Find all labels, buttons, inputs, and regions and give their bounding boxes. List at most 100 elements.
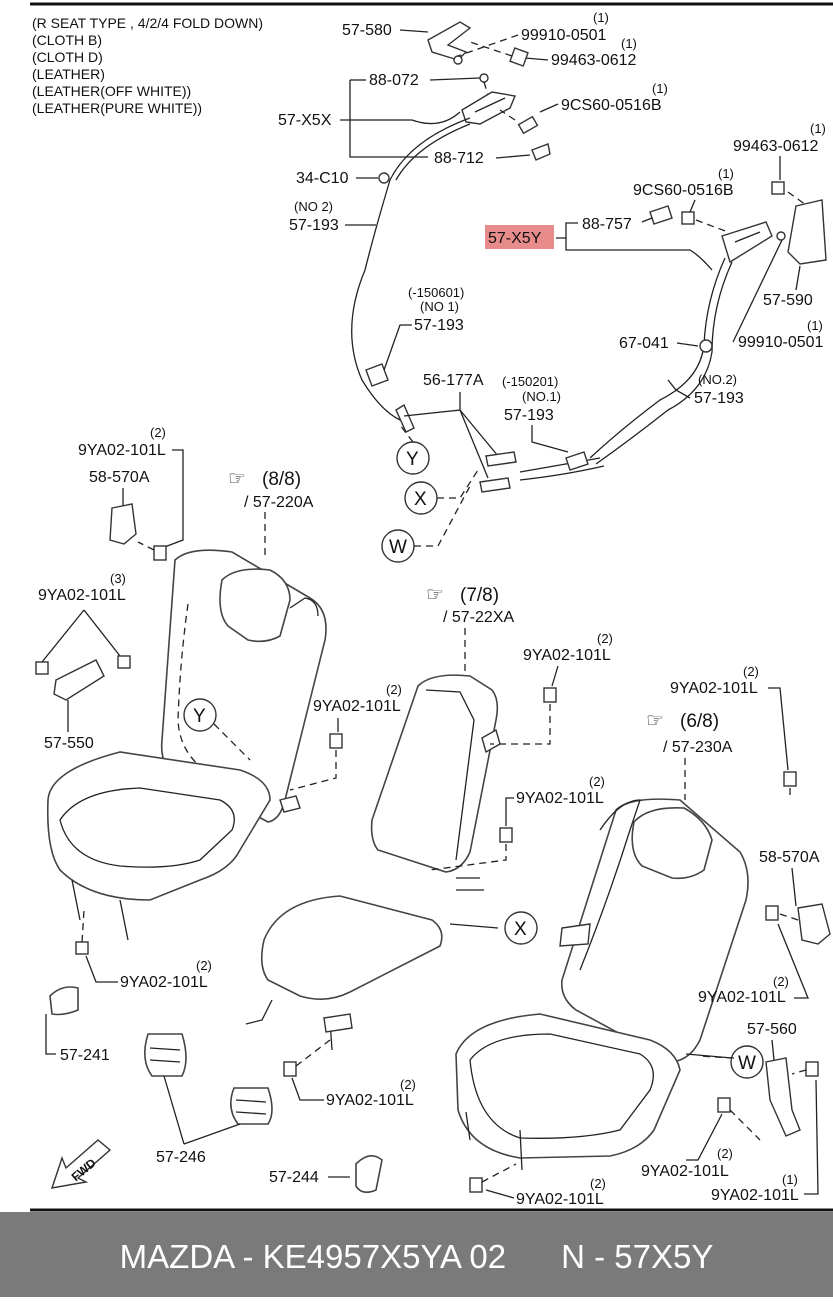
label-57-560: 57-560 bbox=[747, 1021, 797, 1038]
footer-part-number: MAZDA - KE4957X5YA 02 N - 57X5Y bbox=[119, 1238, 714, 1275]
label-57-193: 57-193 bbox=[694, 390, 744, 407]
label-57-193: 57-193 bbox=[504, 407, 554, 424]
label-9ya02-101l: 9YA02-101L bbox=[78, 442, 166, 459]
cover-57-244 bbox=[355, 1155, 383, 1194]
label-57-244: 57-244 bbox=[269, 1169, 319, 1186]
qty-label: (2) bbox=[597, 631, 613, 646]
label-9ya02-101l: 9YA02-101L bbox=[38, 587, 126, 604]
label-34-c10: 34-C10 bbox=[296, 170, 349, 187]
seat-right: ☞ (6/8) / 57-230A (2) 9YA02-101L 58-570A… bbox=[455, 664, 831, 1208]
label-57-193: 57-193 bbox=[289, 217, 339, 234]
label-9ya02-101l: 9YA02-101L bbox=[670, 680, 758, 697]
label-no1: (NO 1) bbox=[420, 299, 459, 314]
label-9ya02-101l: 9YA02-101L bbox=[313, 698, 401, 715]
ref-hand-icon: ☞ bbox=[426, 584, 444, 606]
label-57-22xa: / 57-22XA bbox=[443, 609, 514, 626]
label-57-x5y: 57-X5Y bbox=[488, 230, 542, 247]
cover-57-246-a bbox=[144, 1033, 187, 1077]
qty-label: (2) bbox=[773, 974, 789, 989]
qty-label: (3) bbox=[110, 571, 126, 586]
label-57-580: 57-580 bbox=[342, 22, 392, 39]
callout-y: Y bbox=[406, 449, 419, 470]
seat-back-middle bbox=[370, 674, 499, 873]
label-58-570a: 58-570A bbox=[89, 469, 150, 486]
callout-w: W bbox=[389, 537, 407, 558]
callout-x: X bbox=[414, 489, 427, 510]
label-no2: (NO.2) bbox=[698, 372, 737, 387]
label-88-757: 88-757 bbox=[582, 216, 632, 233]
qty-label: (2) bbox=[590, 1176, 606, 1191]
label-9ya02-101l: 9YA02-101L bbox=[516, 1191, 604, 1208]
label-57-590: 57-590 bbox=[763, 292, 813, 309]
label-57-x5x: 57-X5X bbox=[278, 112, 332, 129]
qty-label: (1) bbox=[652, 81, 668, 96]
label-9cs60-0516b: 9CS60-0516B bbox=[561, 97, 662, 114]
label-57-230a: / 57-230A bbox=[663, 739, 733, 756]
label-88-072: 88-072 bbox=[369, 72, 419, 89]
label-57-246: 57-246 bbox=[156, 1149, 206, 1166]
label-9ya02-101l: 9YA02-101L bbox=[698, 989, 786, 1006]
qty-label: (1) bbox=[810, 121, 826, 136]
label-9ya02-101l: 9YA02-101L bbox=[120, 974, 208, 991]
label-57-193: 57-193 bbox=[414, 317, 464, 334]
bracket-57-560 bbox=[765, 1057, 801, 1137]
note-line: (LEATHER) bbox=[32, 66, 105, 82]
headrest-right bbox=[631, 806, 713, 880]
ref-fig: (7/8) bbox=[460, 585, 499, 606]
qty-label: (2) bbox=[150, 425, 166, 440]
qty-label: (1) bbox=[593, 10, 609, 25]
label-9cs60-0516b: 9CS60-0516B bbox=[633, 182, 734, 199]
label-56-177a: 56-177A bbox=[423, 372, 484, 389]
ref-hand-icon: ☞ bbox=[646, 710, 664, 732]
hinge-58-570a bbox=[109, 503, 137, 545]
callout-w: W bbox=[738, 1053, 756, 1074]
label-99910-0501: 99910-0501 bbox=[521, 27, 607, 44]
bracket-57-580 bbox=[427, 21, 472, 61]
seat-middle: ☞ (7/8) / 57-22XA (2) 9YA02-101L (2) 9YA… bbox=[245, 584, 613, 1194]
bracket-57-590 bbox=[787, 199, 827, 265]
cover-57-241 bbox=[49, 986, 79, 1016]
notes: (R SEAT TYPE , 4/2/4 FOLD DOWN) (CLOTH B… bbox=[32, 15, 263, 116]
callout-x: X bbox=[514, 919, 527, 940]
qty-label: (1) bbox=[807, 318, 823, 333]
ref-fig: (8/8) bbox=[262, 469, 301, 490]
label-57-220a: / 57-220A bbox=[244, 494, 314, 511]
label-date: (-150201) bbox=[502, 374, 558, 389]
callout-y: Y bbox=[193, 706, 206, 727]
bracket-57-550 bbox=[53, 659, 105, 701]
seat-cushion-middle bbox=[260, 895, 443, 1000]
qty-label: (2) bbox=[400, 1077, 416, 1092]
handle-actuator bbox=[461, 91, 516, 125]
fwd-arrow-icon: FWD bbox=[50, 1139, 112, 1189]
label-no2: (NO 2) bbox=[294, 199, 333, 214]
cover-57-246-b bbox=[230, 1087, 273, 1125]
qty-label: (1) bbox=[621, 36, 637, 51]
headrest-left bbox=[219, 568, 291, 643]
qty-label: (2) bbox=[386, 682, 402, 697]
ref-hand-icon: ☞ bbox=[228, 468, 246, 490]
label-57-241: 57-241 bbox=[60, 1047, 110, 1064]
handle-right bbox=[721, 221, 773, 264]
label-9ya02-101l: 9YA02-101L bbox=[516, 790, 604, 807]
label-99463-0612: 99463-0612 bbox=[551, 52, 637, 69]
label-99463-0612: 99463-0612 bbox=[733, 138, 819, 155]
highlight-57-x5y bbox=[485, 225, 554, 249]
cable-right bbox=[589, 257, 726, 459]
ref-fig: (6/8) bbox=[680, 711, 719, 732]
label-no1: (NO.1) bbox=[522, 389, 561, 404]
note-line: (CLOTH D) bbox=[32, 49, 103, 65]
note-line: (LEATHER(OFF WHITE)) bbox=[32, 83, 191, 99]
diagram-canvas: (R SEAT TYPE , 4/2/4 FOLD DOWN) (CLOTH B… bbox=[30, 2, 833, 1212]
label-99910-0501: 99910-0501 bbox=[738, 334, 824, 351]
note-line: (LEATHER(PURE WHITE)) bbox=[32, 100, 202, 116]
qty-label: (2) bbox=[717, 1146, 733, 1161]
label-67-041: 67-041 bbox=[619, 335, 669, 352]
note-line: (R SEAT TYPE , 4/2/4 FOLD DOWN) bbox=[32, 15, 263, 31]
label-57-550: 57-550 bbox=[44, 735, 94, 752]
label-88-712: 88-712 bbox=[434, 150, 484, 167]
qty-label: (2) bbox=[743, 664, 759, 679]
qty-label: (1) bbox=[782, 1172, 798, 1187]
qty-label: (2) bbox=[196, 958, 212, 973]
qty-label: (1) bbox=[718, 166, 734, 181]
footer-bar: MAZDA - KE4957X5YA 02 N - 57X5Y bbox=[0, 1212, 833, 1297]
